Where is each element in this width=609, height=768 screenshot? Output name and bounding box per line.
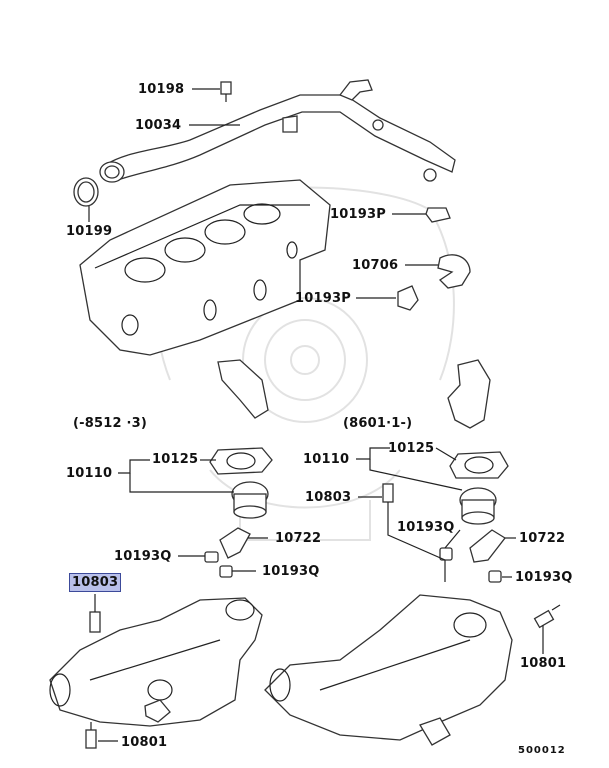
label-10125-right: 10125 [388, 441, 435, 456]
label-10193q-left-b: 10193Q [262, 564, 320, 579]
label-10193p-lower: 10193P [295, 291, 351, 306]
sensor-10801-left [85, 722, 97, 749]
label-10193q-right-b: 10193Q [515, 570, 573, 585]
label-10801-right: 10801 [520, 656, 567, 671]
housing-right [447, 359, 491, 429]
label-10193p-upper: 10193P [330, 207, 386, 222]
label-10722-left: 10722 [275, 531, 322, 546]
label-10803-right: 10803 [305, 490, 352, 505]
leader-lines [88, 88, 544, 742]
gasket-10125-left [209, 447, 273, 475]
manifold-left [49, 597, 263, 727]
label-10706: 10706 [352, 258, 399, 273]
label-date-range-right: (8601·1-) [343, 416, 413, 431]
label-date-range-left: (-8512 ·3) [73, 416, 147, 431]
clamp-10193q-right [439, 547, 502, 583]
label-10125-left: 10125 [152, 452, 199, 467]
label-10198: 10198 [138, 82, 185, 97]
manifold-right [264, 594, 513, 746]
sensor-10803-left [89, 598, 101, 633]
bolt-10198 [220, 81, 232, 102]
water-pipe-10034 [99, 79, 456, 183]
figure-number: 500012 [518, 745, 566, 756]
thermostat-right [459, 487, 497, 525]
sensor-10803-right [382, 483, 394, 515]
label-10199: 10199 [66, 224, 113, 239]
label-10722-right: 10722 [519, 531, 566, 546]
hose-10722-right [469, 529, 506, 563]
gasket-10199 [73, 177, 99, 207]
thermostat-left [231, 481, 269, 519]
label-10193q-left-a: 10193Q [114, 549, 172, 564]
label-10034: 10034 [135, 118, 182, 133]
label-10110-left: 10110 [66, 466, 113, 481]
sensor-10801-right [533, 604, 561, 629]
housing-left [217, 359, 269, 419]
label-10110-right: 10110 [303, 452, 350, 467]
clamp-10193p-lower [397, 285, 419, 311]
label-10193q-right-a: 10193Q [397, 520, 455, 535]
label-10803-highlighted[interactable]: 10803 [69, 573, 122, 592]
clamp-10193p-upper [425, 207, 451, 223]
hose-10722-left [219, 527, 251, 559]
engine-block [79, 179, 331, 356]
hose-10706 [437, 254, 471, 289]
label-10801-left: 10801 [121, 735, 168, 750]
gasket-10125-right [449, 451, 509, 479]
